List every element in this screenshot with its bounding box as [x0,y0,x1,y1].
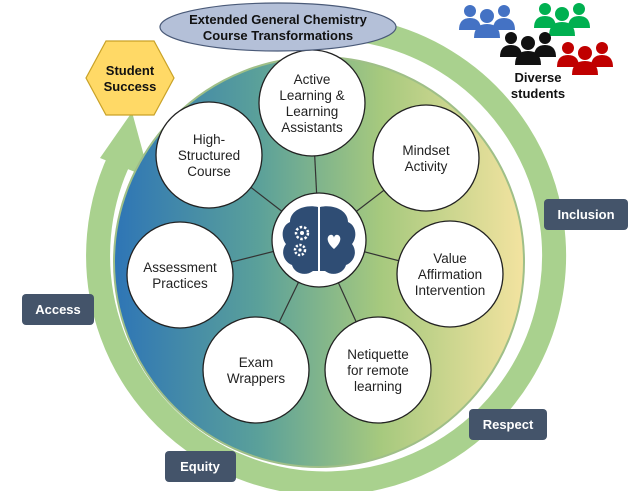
people-green-icon [534,3,590,36]
text-line: Student [106,63,155,78]
badge-label: Inclusion [557,207,614,222]
text-line: Assistants [281,120,343,135]
text-line: Activity [405,159,448,174]
text-line: Affirmation [418,267,482,282]
text-line: Course [187,164,231,179]
text-line: Mindset [402,143,450,158]
badge-inclusion: Inclusion [544,199,628,230]
text-line: students [511,86,565,101]
text-line: Active [294,72,331,87]
text-line: learning [354,379,402,394]
cycle-arrow [86,18,567,491]
center-hub [271,192,367,288]
text-line: Netiquette [347,347,409,362]
text-line: High- [193,132,225,147]
badge-respect: Respect [469,409,547,440]
people-red-icon [557,42,613,75]
text-line: Learning [286,104,339,119]
text-line: Practices [152,276,208,291]
badge-access: Access [22,294,94,325]
brain-gears-heart-icon [282,206,356,274]
text-line: Success [104,79,157,94]
text-line: Exam [239,355,274,370]
badge-label: Respect [483,417,534,432]
text-line: Diverse [515,70,562,85]
text-line: Wrappers [227,371,286,386]
people-blue-icon [459,5,515,38]
text-line: Course Transformations [203,28,353,43]
text-line: Value [433,251,467,266]
text-line: Structured [178,148,240,163]
text-line: Assessment [143,260,217,275]
text-line: Intervention [415,283,486,298]
badge-label: Equity [180,459,220,474]
text-line: Extended General Chemistry [189,12,367,27]
badge-equity: Equity [165,451,236,482]
text-line: for remote [347,363,409,378]
people-black-icon [500,32,556,65]
badge-label: Access [35,302,81,317]
text-line: Learning & [279,88,344,103]
